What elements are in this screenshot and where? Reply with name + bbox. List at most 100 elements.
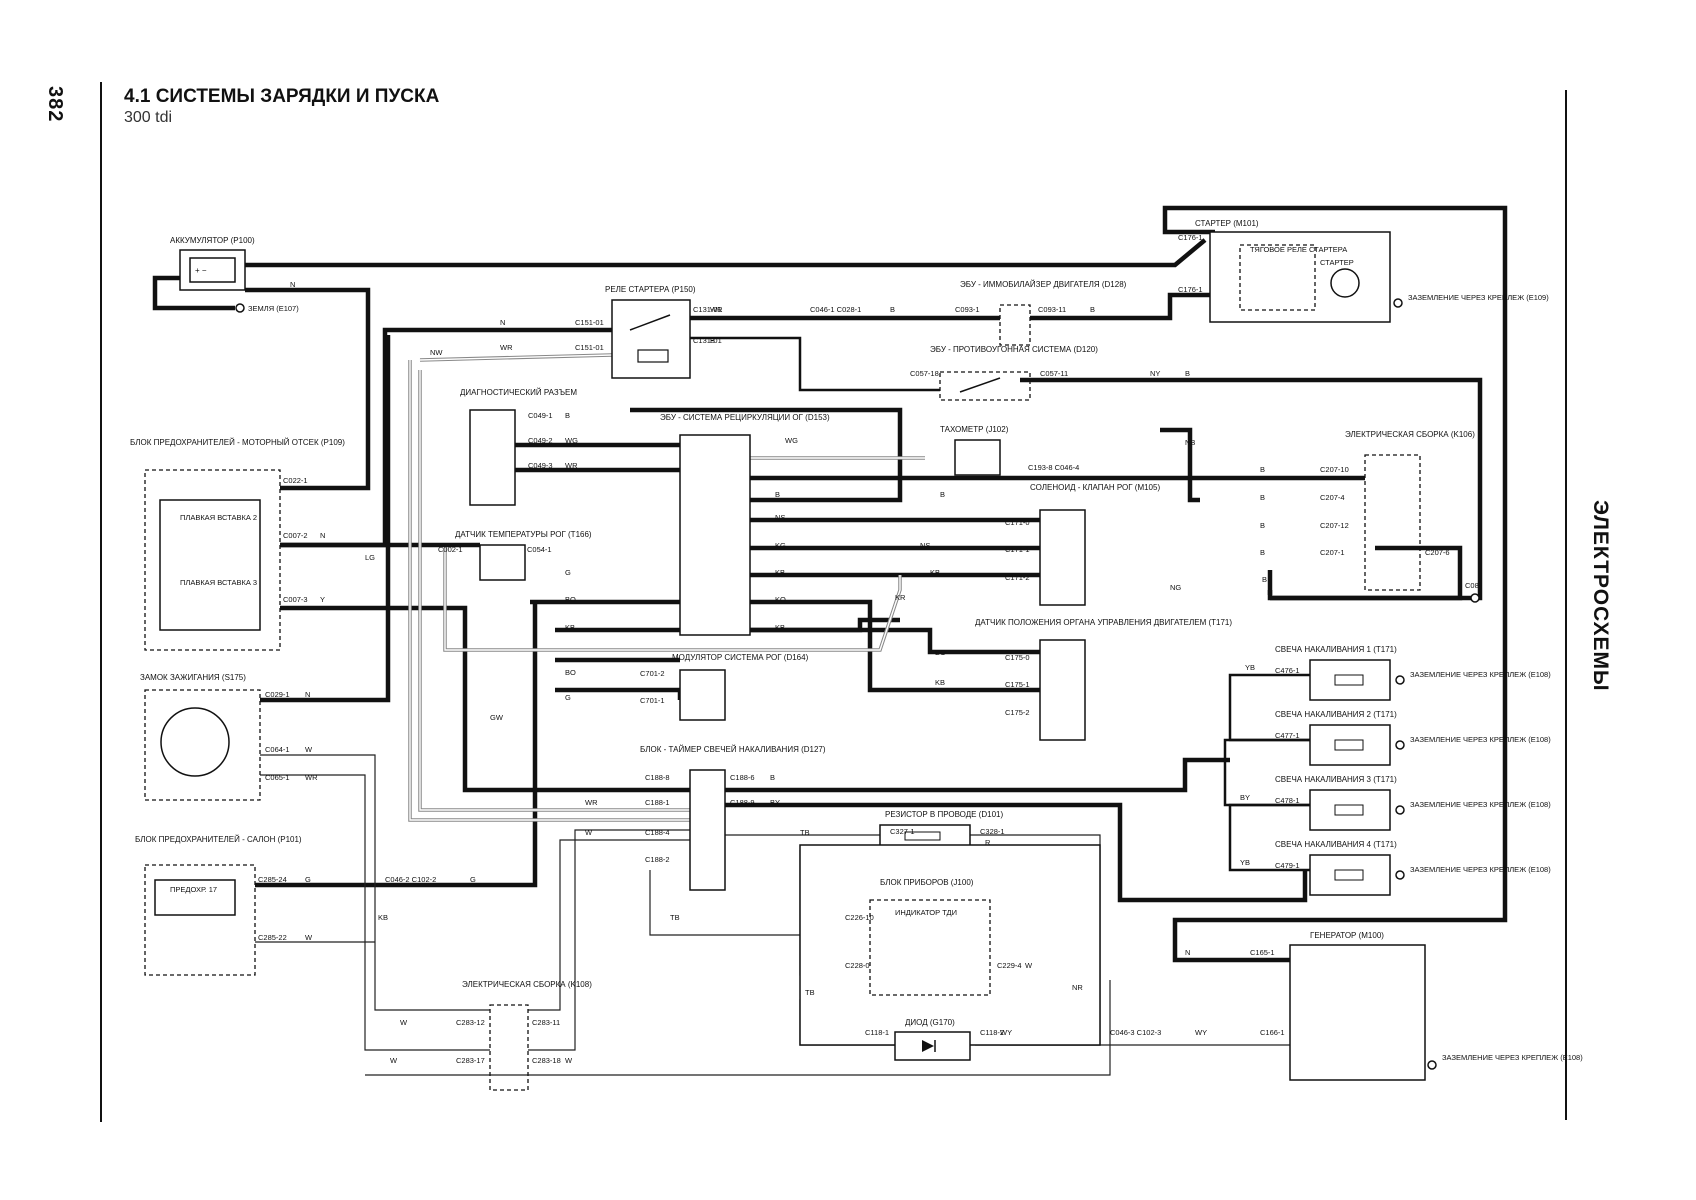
- svg-text:KB: KB: [565, 623, 575, 632]
- glow-timer: БЛОК - ТАЙМЕР СВЕЧЕЙ НАКАЛИВАНИЯ (D127): [640, 745, 826, 891]
- svg-text:B: B: [890, 305, 895, 314]
- wire-ign-thin-1: [260, 754, 490, 1011]
- svg-text:C046-1 C028-1: C046-1 C028-1: [810, 305, 861, 314]
- svg-text:ДАТЧИК ТЕМПЕРАТУРЫ РОГ (T166): ДАТЧИК ТЕМПЕРАТУРЫ РОГ (T166): [455, 530, 592, 539]
- svg-text:WR: WR: [305, 773, 318, 782]
- svg-text:B: B: [775, 490, 780, 499]
- wire-battery-ground: [152, 275, 235, 311]
- glow-plug-3: СВЕЧА НАКАЛИВАНИЯ 3 (T171) ЗАЗЕМЛЕНИЕ ЧЕ…: [1275, 775, 1551, 831]
- wire-ign-thin-2: [260, 774, 490, 1051]
- svg-text:БЛОК - ТАЙМЕР СВЕЧЕЙ НАКАЛИВАН: БЛОК - ТАЙМЕР СВЕЧЕЙ НАКАЛИВАНИЯ (D127): [640, 745, 826, 754]
- svg-text:LG: LG: [365, 553, 375, 562]
- svg-text:KR: KR: [895, 593, 906, 602]
- wire-bottom-loop: [365, 980, 1111, 1076]
- svg-text:C022-1: C022-1: [283, 476, 308, 485]
- svg-text:WR: WR: [585, 798, 598, 807]
- starter: СТАРТЕР (M101) ТЯГОВОЕ РЕЛЕ СТАРТЕРА СТА…: [1195, 219, 1391, 323]
- wire-timer-tb: [649, 870, 870, 936]
- svg-text:C093-11: C093-11: [1038, 305, 1066, 314]
- wire-timer-glow: [720, 802, 1308, 903]
- svg-text:C188-1: C188-1: [645, 798, 670, 807]
- svg-text:ДИОД (G170): ДИОД (G170): [905, 1018, 955, 1027]
- svg-text:ДИАГНОСТИЧЕСКИЙ РАЗЪЕМ: ДИАГНОСТИЧЕСКИЙ РАЗЪЕМ: [460, 388, 577, 397]
- svg-text:B: B: [770, 773, 775, 782]
- svg-text:TB: TB: [800, 828, 810, 837]
- svg-text:W: W: [305, 745, 313, 754]
- svg-text:ЭБУ - СИСТЕМА РЕЦИРКУЛЯЦИИ ОГ: ЭБУ - СИСТЕМА РЕЦИРКУЛЯЦИИ ОГ (D153): [660, 413, 830, 422]
- svg-text:ЗАЗЕМЛЕНИЕ ЧЕРЕЗ КРЕПЛЕЖ (E108: ЗАЗЕМЛЕНИЕ ЧЕРЕЗ КРЕПЛЕЖ (E108): [1410, 865, 1551, 874]
- svg-text:KB: KB: [775, 623, 785, 632]
- svg-text:ИНДИКАТОР ТДИ: ИНДИКАТОР ТДИ: [895, 908, 957, 917]
- svg-text:C327-1: C327-1: [890, 827, 915, 836]
- svg-text:Y: Y: [320, 595, 325, 604]
- svg-text:ТАХОМЕТР (J102): ТАХОМЕТР (J102): [940, 425, 1009, 434]
- svg-text:C046-2 C102-2: C046-2 C102-2: [385, 875, 436, 884]
- wire-starter-loop: [1162, 205, 1508, 963]
- starter-relay: РЕЛЕ СТАРТЕРА (P150): [605, 285, 696, 379]
- svg-text:C057-18: C057-18: [910, 369, 939, 378]
- svg-text:ЭБУ - ПРОТИВОУГОННАЯ СИСТЕМА (: ЭБУ - ПРОТИВОУГОННАЯ СИСТЕМА (D120): [930, 345, 1098, 354]
- glow-plug-1: СВЕЧА НАКАЛИВАНИЯ 1 (T171) ЗАЗЕМЛЕНИЕ ЧЕ…: [1275, 645, 1551, 701]
- svg-text:N: N: [1185, 948, 1190, 957]
- svg-text:C151-01: C151-01: [575, 343, 604, 352]
- svg-text:W: W: [1025, 961, 1033, 970]
- egr-temp-sensor: ДАТЧИК ТЕМПЕРАТУРЫ РОГ (T166): [455, 530, 592, 581]
- svg-text:СВЕЧА НАКАЛИВАНИЯ 1 (T171): СВЕЧА НАКАЛИВАНИЯ 1 (T171): [1275, 645, 1397, 654]
- svg-text:B: B: [1260, 465, 1265, 474]
- alarm: ЭБУ - ПРОТИВОУГОННАЯ СИСТЕМА (D120): [930, 345, 1098, 401]
- svg-text:C165-1: C165-1: [1250, 948, 1275, 957]
- svg-text:G: G: [565, 693, 571, 702]
- wire-assembly-right: [528, 839, 690, 1011]
- svg-text:РЕЛЕ СТАРТЕРА (P150): РЕЛЕ СТАРТЕРА (P150): [605, 285, 696, 294]
- svg-text:C701-2: C701-2: [640, 669, 665, 678]
- svg-text:C188-6: C188-6: [730, 773, 755, 782]
- svg-text:W: W: [585, 828, 593, 837]
- svg-text:NW: NW: [430, 348, 443, 357]
- wire-cabin-fuse: [255, 600, 538, 888]
- page-title: 4.1 СИСТЕМЫ ЗАРЯДКИ И ПУСКА: [124, 86, 440, 107]
- svg-text:N: N: [500, 318, 505, 327]
- svg-text:G: G: [470, 875, 476, 884]
- svg-text:ГЕНЕРАТОР (M100): ГЕНЕРАТОР (M100): [1310, 931, 1384, 940]
- svg-text:WR: WR: [500, 343, 513, 352]
- svg-text:C193-8 C046-4: C193-8 C046-4: [1028, 463, 1079, 472]
- egr-solenoid: СОЛЕНОИД - КЛАПАН РОГ (M105): [1030, 483, 1160, 606]
- svg-text:BY: BY: [770, 798, 780, 807]
- svg-text:C188-2: C188-2: [645, 855, 670, 864]
- svg-text:СТАРТЕР (M101): СТАРТЕР (M101): [1195, 219, 1259, 228]
- svg-text:KB: KB: [930, 568, 940, 577]
- svg-text:W: W: [390, 1056, 398, 1065]
- svg-text:СВЕЧА НАКАЛИВАНИЯ 4 (T171): СВЕЧА НАКАЛИВАНИЯ 4 (T171): [1275, 840, 1397, 849]
- svg-text:C188-9: C188-9: [730, 798, 755, 807]
- svg-text:C131-01: C131-01: [693, 305, 722, 314]
- svg-text:WY: WY: [1000, 1028, 1012, 1037]
- svg-text:N: N: [290, 280, 295, 289]
- wire-glow-feed-3: [1228, 803, 1310, 872]
- svg-text:BO: BO: [565, 595, 576, 604]
- svg-text:C049-3: C049-3: [528, 461, 553, 470]
- svg-text:G: G: [305, 875, 311, 884]
- svg-text:W: W: [565, 1056, 573, 1065]
- svg-text:+ −: + −: [195, 266, 207, 275]
- svg-text:C065-1: C065-1: [265, 773, 290, 782]
- left-margin-rule: [100, 82, 102, 1122]
- svg-text:NY: NY: [1150, 369, 1160, 378]
- egr-ecu: ЭБУ - СИСТЕМА РЕЦИРКУЛЯЦИИ ОГ (D153): [660, 413, 830, 636]
- svg-text:B: B: [565, 411, 570, 420]
- svg-text:TB: TB: [670, 913, 680, 922]
- svg-text:СВЕЧА НАКАЛИВАНИЯ 3 (T171): СВЕЧА НАКАЛИВАНИЯ 3 (T171): [1275, 775, 1397, 784]
- connector-labels: C176-1 C176-1 C151-01 C151-01 C131-01 C1…: [258, 233, 1450, 1065]
- svg-text:ЭБУ - ИММОБИЛАЙЗЕР ДВИГАТЕЛЯ (: ЭБУ - ИММОБИЛАЙЗЕР ДВИГАТЕЛЯ (D128): [960, 280, 1127, 289]
- svg-text:C131-01: C131-01: [693, 336, 722, 345]
- elec-assembly-top: ЭЛЕКТРИЧЕСКАЯ СБОРКА (K106): [1345, 430, 1475, 591]
- svg-text:ЗАЗЕМЛЕНИЕ ЧЕРЕЗ КРЕПЛЕЖ (E108: ЗАЗЕМЛЕНИЕ ЧЕРЕЗ КРЕПЛЕЖ (E108): [1410, 735, 1551, 744]
- tachometer: ТАХОМЕТР (J102): [940, 425, 1009, 476]
- svg-text:ЗАЗЕМЛЕНИЕ ЧЕРЕЗ КРЕПЛЕЖ (E108: ЗАЗЕМЛЕНИЕ ЧЕРЕЗ КРЕПЛЕЖ (E108): [1442, 1053, 1583, 1062]
- svg-text:WR: WR: [710, 305, 723, 314]
- svg-text:C188-4: C188-4: [645, 828, 670, 837]
- svg-text:C049-2: C049-2: [528, 436, 553, 445]
- svg-text:W: W: [305, 933, 313, 942]
- ignition-switch: ЗАМОК ЗАЖИГАНИЯ (S175): [140, 673, 261, 801]
- svg-text:СОЛЕНОИД - КЛАПАН РОГ (M105): СОЛЕНОИД - КЛАПАН РОГ (M105): [1030, 483, 1160, 492]
- svg-text:C228-0: C228-0: [845, 961, 870, 970]
